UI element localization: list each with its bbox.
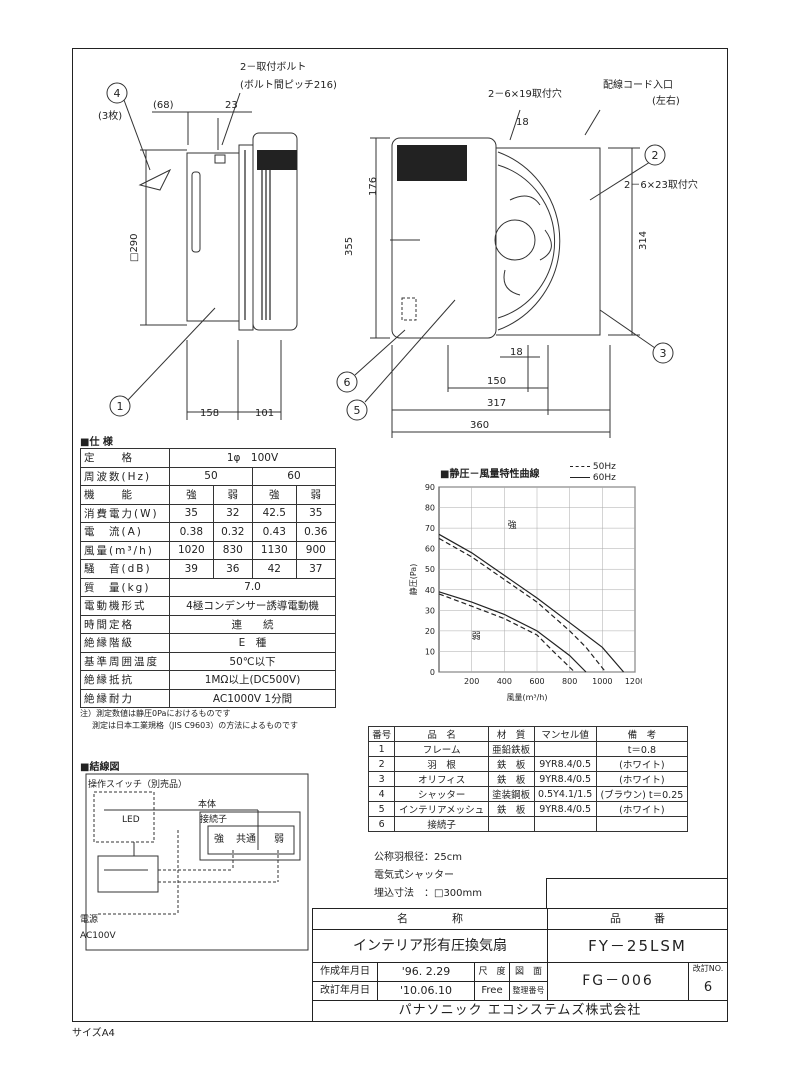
y-tick-label: 0 (430, 668, 435, 677)
scale: Free (475, 982, 510, 1001)
wiring-power-label: 電源 (80, 914, 98, 925)
wiring-terminal-label: 接続子 (200, 813, 227, 825)
dim-176: 176 (368, 177, 379, 196)
spec-title: ■仕 様 (80, 437, 113, 448)
balloon-6: 6 (344, 376, 351, 389)
label-bolt-pitch: (ボルト間ピッチ216) (240, 79, 337, 91)
y-tick-label: 40 (425, 586, 435, 595)
dim-101: 101 (255, 408, 274, 419)
y-tick-label: 80 (425, 504, 435, 513)
paper-size: サイズA4 (72, 1028, 115, 1039)
revised-date: '10.06.10 (378, 982, 475, 1001)
y-tick-label: 70 (425, 524, 435, 533)
wiring-title: ■結線図 (80, 762, 120, 773)
title-block-top (546, 878, 728, 909)
title-block: 名 称 品 番 インテリア形有圧換気扇 FY－25LSM 作成年月日 '96. … (312, 908, 728, 1022)
legend-50hz: 50Hz (592, 462, 616, 472)
annotation-strong: 強 (508, 519, 517, 531)
wiring-led-label: LED (122, 815, 140, 825)
product-model: FY－25LSM (548, 930, 727, 963)
x-tick-label: 600 (529, 677, 544, 686)
balloon-5: 5 (354, 404, 361, 417)
series-line-60Hz-弱 (438, 591, 587, 673)
dim-150: 150 (487, 376, 506, 387)
x-tick-label: 200 (464, 677, 479, 686)
series-line-50Hz-強 (438, 537, 607, 673)
x-tick-label: 1200 (625, 677, 642, 686)
parts-extra-3: 埋込寸法 ：□300mm (374, 888, 483, 899)
dim-23: 23 (225, 100, 238, 111)
product-name: インテリア形有圧換気扇 (313, 930, 548, 963)
balloon-1: 1 (117, 400, 124, 413)
y-tick-label: 90 (425, 483, 435, 492)
wiring-body-label: 本体 (198, 798, 216, 810)
y-tick-label: 20 (425, 627, 435, 636)
wiring-term-weak: 弱 (274, 833, 284, 845)
dim-290: □290 (129, 233, 140, 262)
x-tick-label: 400 (497, 677, 512, 686)
wiring-diagram: 操作スイッチ（別売品） 本体 接続子 LED 電源 AC100V 強 共通 弱 (80, 773, 309, 951)
dim-158: 158 (200, 408, 219, 419)
y-tick-label: 50 (425, 565, 435, 574)
dim-317: 317 (487, 398, 506, 409)
created-date: '96. 2.29 (378, 963, 475, 982)
parts-extra-1: 公称羽根径：25cm (374, 852, 462, 863)
label-hole19: 2－6×19取付穴 (488, 87, 562, 100)
wiring-ac-label: AC100V (80, 931, 116, 941)
dim-314: 314 (638, 231, 649, 250)
parts-extra-2: 電気式シャッター (374, 870, 454, 881)
company-name: パナソニック エコシステムズ株式会社 (398, 1003, 642, 1018)
dim-68: (68) (153, 100, 174, 111)
pressure-flow-chart: 0 10 20 30 40 50 60 70 80 90 200 400 600 800 1000 1200 風… (408, 483, 642, 702)
dim-360: 360 (470, 420, 489, 431)
spec-note-1: 注）測定数値は静圧0Paにおけるものです (80, 709, 231, 718)
wiring-switch-label: 操作スイッチ（別売品） (88, 778, 187, 790)
revision-number: 6 (689, 975, 727, 1001)
annotation-weak: 弱 (472, 631, 481, 642)
label-qty3: (3枚) (98, 109, 122, 122)
dim-18a: 18 (516, 117, 529, 128)
dim-18b: 18 (510, 347, 523, 358)
doc-number: FG－006 (548, 963, 689, 1001)
product-drawing: 1 2 3 4 5 6 2－取付ボルト (ボルト間ピッチ216) (3枚) 2－… (98, 60, 698, 438)
y-tick-label: 30 (425, 606, 435, 615)
label-cord: 配線コード入口 (603, 78, 673, 91)
chart-legend: 50Hz 60Hz (570, 462, 616, 484)
spec-note-2: 測定は日本工業規格（JIS C9603）の方法によるものです (92, 721, 299, 730)
y-tick-label: 60 (425, 545, 435, 554)
wiring-term-common: 共通 (236, 833, 256, 845)
balloon-4: 4 (114, 87, 121, 100)
wiring-term-strong: 強 (214, 832, 224, 845)
series-line-60Hz-強 (438, 533, 625, 673)
series-line-50Hz-弱 (438, 593, 576, 673)
balloon-2: 2 (652, 149, 659, 162)
x-tick-label: 1000 (592, 677, 612, 686)
y-axis-label: 静圧(Pa) (408, 564, 418, 596)
label-bolt: 2－取付ボルト (240, 60, 306, 73)
label-cord-lr: (左右) (652, 94, 680, 107)
x-axis-label: 風量(m³/h) (506, 693, 547, 702)
legend-60hz: 60Hz (592, 473, 616, 483)
chart-title: ■静圧－風量特性曲線 (440, 469, 540, 480)
x-tick-label: 800 (562, 677, 577, 686)
label-hole23: 2－6×23取付穴 (624, 178, 698, 191)
y-tick-label: 10 (425, 647, 435, 656)
dim-355: 355 (344, 237, 355, 256)
balloon-3: 3 (660, 347, 667, 360)
